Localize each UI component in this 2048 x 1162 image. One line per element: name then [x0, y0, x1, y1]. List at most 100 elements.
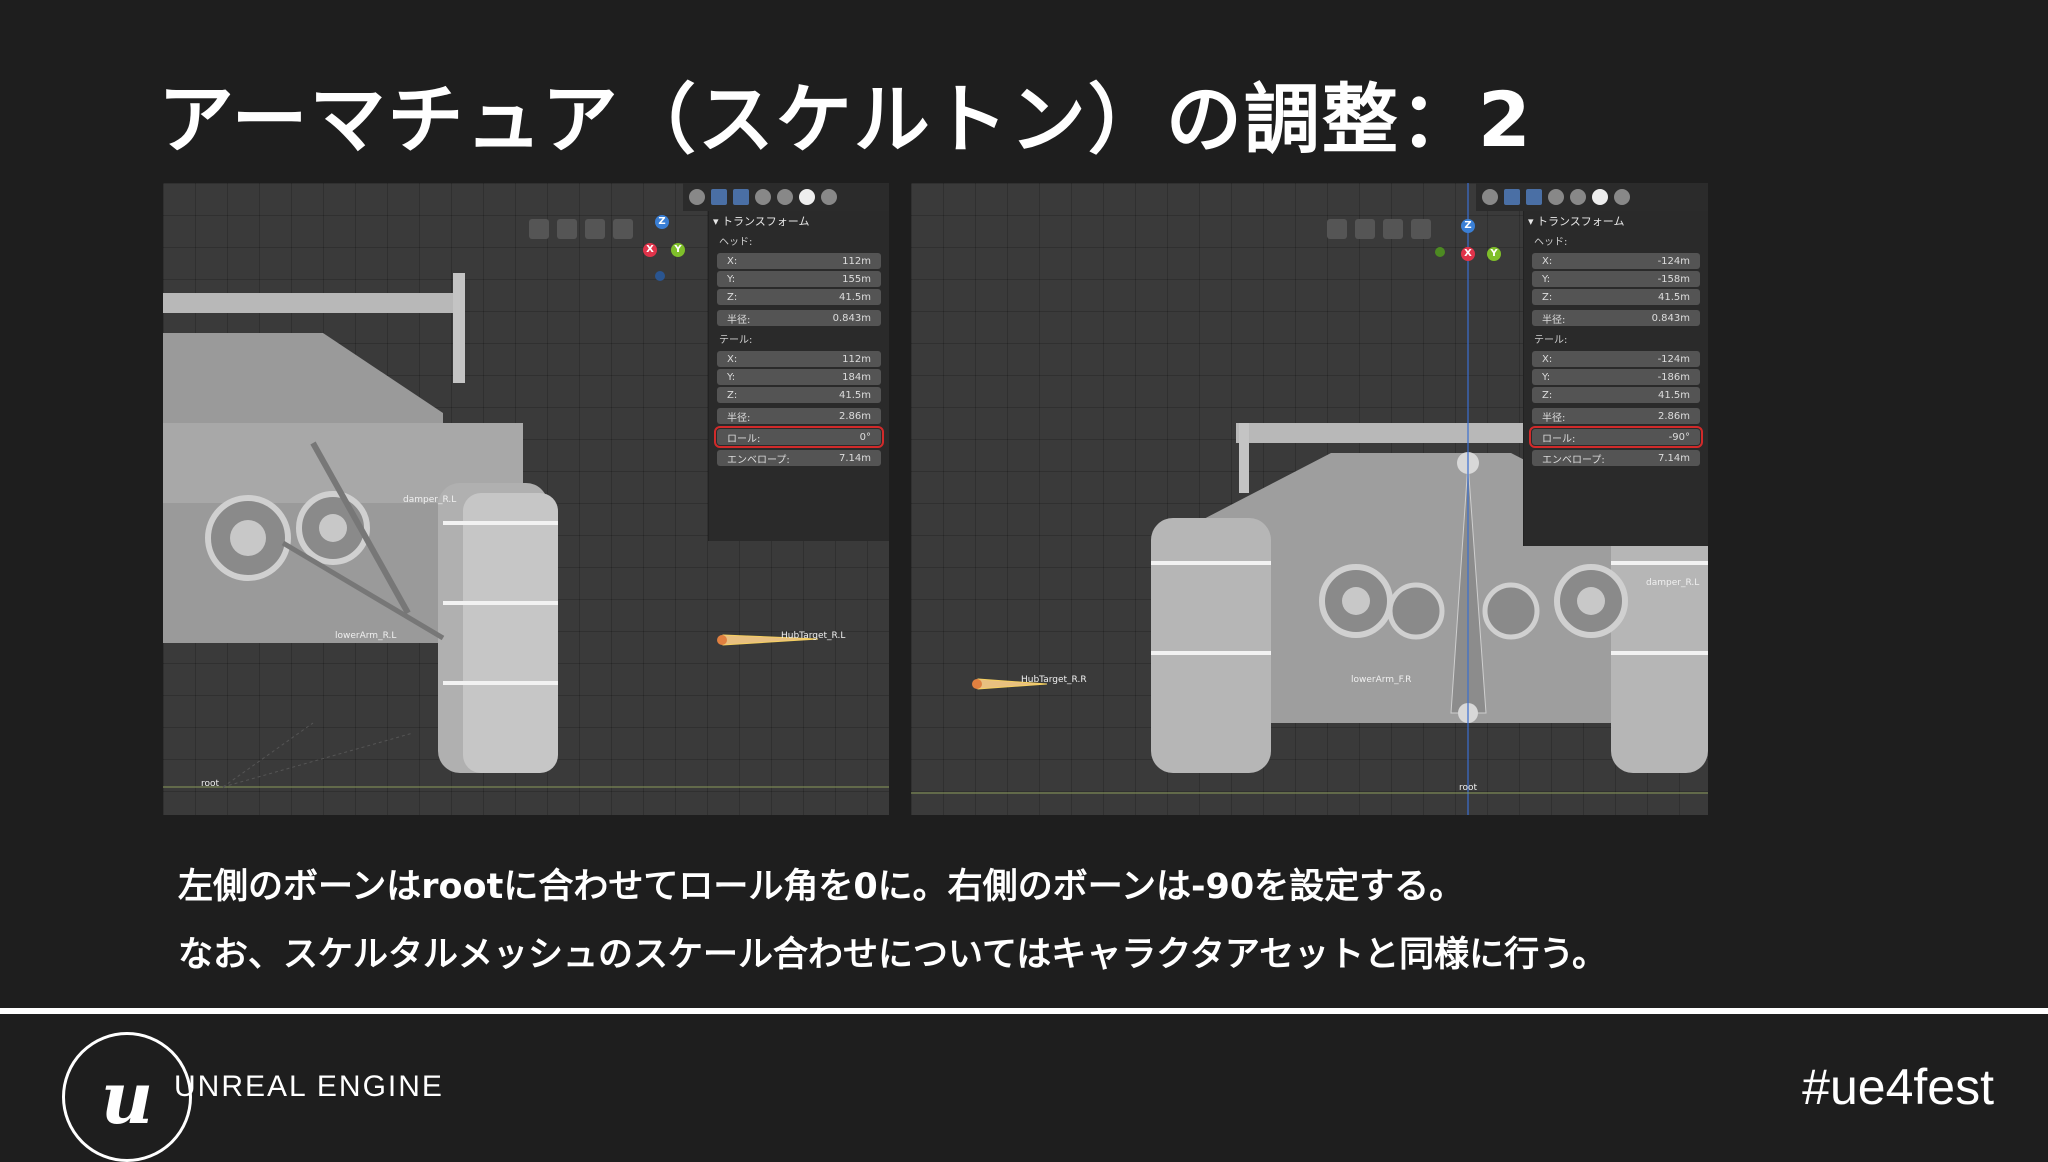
wireframe-shading-icon[interactable]	[1570, 189, 1586, 205]
field-label: エンベロープ:	[1542, 454, 1605, 466]
slide-title: アーマチュア（スケルトン）の調整：2	[158, 75, 1533, 164]
head-z-field[interactable]: Z:41.5m	[1532, 289, 1700, 305]
y-axis-icon[interactable]: Y	[671, 243, 685, 257]
envelope-field[interactable]: エンベロープ: 7.14m	[1532, 450, 1700, 466]
axis-gizmo-right[interactable]: Z X Y	[1435, 219, 1501, 299]
grid-view-icon[interactable]	[529, 219, 549, 239]
bone-label-lower[interactable]: lowerArm_F.R	[1351, 675, 1412, 685]
head-label: ヘッド:	[719, 237, 753, 248]
event-hashtag: #ue4fest	[1802, 1059, 1994, 1115]
field-label: ロール:	[1542, 433, 1576, 445]
tail-radius-field[interactable]: 半径: 2.86m	[717, 408, 881, 424]
y-axis-icon[interactable]: Y	[1487, 247, 1501, 261]
zoom-icon[interactable]	[613, 219, 633, 239]
camera-icon[interactable]	[1355, 219, 1375, 239]
material-shading-icon[interactable]	[821, 189, 837, 205]
bone-label-damper[interactable]: damper_R.L	[1646, 578, 1700, 588]
head-x-field[interactable]: X:112m	[717, 253, 881, 269]
neg-z-axis-icon[interactable]	[655, 271, 665, 281]
roll-field[interactable]: ロール:-90°	[1529, 426, 1703, 448]
tail-y-field[interactable]: Y:-186m	[1532, 369, 1700, 385]
field-label: X:	[1542, 353, 1553, 365]
field-label: 半径:	[727, 412, 751, 424]
field-label: X:	[1542, 255, 1553, 267]
tail-x-field[interactable]: X: -124m	[1532, 351, 1700, 367]
tail-z-field[interactable]: Z:41.5m	[717, 387, 881, 403]
field-value: -158m	[1657, 273, 1690, 285]
axis-gizmo-left[interactable]: Z X Y	[633, 215, 693, 295]
nav-icons-right	[1327, 219, 1431, 239]
visibility-icon[interactable]	[689, 189, 705, 205]
field-value: 41.5m	[1657, 291, 1690, 303]
material-shading-icon[interactable]	[1614, 189, 1630, 205]
field-label: Y:	[727, 273, 736, 285]
hand-pan-icon[interactable]	[585, 219, 605, 239]
left-viewport-screenshot: Z X Y ▾ トランスフォーム ヘッド: X: 112m Y: 155m Z:41…	[163, 183, 889, 815]
engine-name: UNREAL ENGINE	[174, 1070, 444, 1103]
neg-y-axis-icon[interactable]	[1435, 247, 1445, 257]
camera-icon[interactable]	[557, 219, 577, 239]
tail-y-field[interactable]: Y: 184m	[717, 369, 881, 385]
grid-view-icon[interactable]	[1327, 219, 1347, 239]
field-value: 184m	[842, 371, 871, 383]
gizmo-toggle-icon[interactable]	[711, 189, 727, 205]
overlay-toggle-icon[interactable]	[733, 189, 749, 205]
field-value: -124m	[1657, 255, 1690, 267]
gizmo-toggle-icon[interactable]	[1504, 189, 1520, 205]
field-label: Y:	[1542, 371, 1551, 383]
zoom-icon[interactable]	[1411, 219, 1431, 239]
x-axis-icon[interactable]: X	[1461, 247, 1475, 261]
solid-shading-icon[interactable]	[799, 189, 815, 205]
bone-label-lower[interactable]: lowerArm_R.L	[335, 631, 397, 641]
field-value: 112m	[842, 353, 871, 365]
caption-line-2: なお、スケルタルメッシュのスケール合わせについてはキャラクタアセットと同様に行う…	[178, 935, 1608, 975]
xray-icon[interactable]	[755, 189, 771, 205]
z-axis-icon[interactable]: Z	[655, 215, 669, 229]
z-axis-icon[interactable]: Z	[1461, 219, 1475, 233]
field-value: 112m	[842, 255, 871, 267]
head-x-field[interactable]: X: -124m	[1532, 253, 1700, 269]
logo-letter: u	[100, 1054, 154, 1140]
head-y-field[interactable]: Y: 155m	[717, 271, 881, 287]
bone-label-hub[interactable]: HubTarget_R.L	[781, 631, 846, 641]
panel-title[interactable]: ▾ トランスフォーム	[713, 215, 810, 228]
bone-label-damper[interactable]: damper_R.L	[403, 495, 457, 505]
tail-label: テール:	[719, 335, 753, 346]
car-model-right	[911, 183, 1708, 815]
head-radius-field[interactable]: 半径:0.843m	[717, 310, 881, 326]
viewport-header-left	[683, 183, 889, 211]
x-axis-icon[interactable]: X	[643, 243, 657, 257]
field-value: 2.86m	[838, 410, 871, 422]
tail-label: テール:	[1534, 335, 1568, 346]
solid-shading-icon[interactable]	[1592, 189, 1608, 205]
tail-z-field[interactable]: Z:41.5m	[1532, 387, 1700, 403]
roll-field[interactable]: ロール:0°	[714, 426, 884, 448]
hand-pan-icon[interactable]	[1383, 219, 1403, 239]
field-label: 半径:	[1542, 314, 1566, 326]
car-model-left	[163, 273, 889, 788]
bone-label-hub[interactable]: HubTarget_R.R	[1021, 675, 1087, 685]
transform-panel-left: ▾ トランスフォーム ヘッド: X: 112m Y: 155m Z:41.5m 半径…	[708, 211, 889, 541]
field-value: 7.14m	[1657, 452, 1690, 464]
field-value: 41.5m	[838, 389, 871, 401]
envelope-field[interactable]: エンベロープ:7.14m	[717, 450, 881, 466]
head-radius-field[interactable]: 半径:0.843m	[1532, 310, 1700, 326]
head-z-field[interactable]: Z:41.5m	[717, 289, 881, 305]
xray-icon[interactable]	[1548, 189, 1564, 205]
field-label: 半径:	[1542, 412, 1566, 424]
field-label: Y:	[727, 371, 736, 383]
field-value: 155m	[842, 273, 871, 285]
tail-x-field[interactable]: X: 112m	[717, 351, 881, 367]
panel-title[interactable]: ▾ トランスフォーム	[1528, 215, 1625, 228]
field-value: 0°	[859, 431, 871, 443]
bone-label-root[interactable]: root	[201, 779, 220, 789]
head-y-field[interactable]: Y:-158m	[1532, 271, 1700, 287]
wireframe-shading-icon[interactable]	[777, 189, 793, 205]
visibility-icon[interactable]	[1482, 189, 1498, 205]
field-value: -124m	[1657, 353, 1690, 365]
bone-label-root[interactable]: root	[1459, 783, 1478, 793]
overlay-toggle-icon[interactable]	[1526, 189, 1542, 205]
field-label: Z:	[1542, 389, 1553, 401]
tail-radius-field[interactable]: 半径:2.86m	[1532, 408, 1700, 424]
field-label: X:	[727, 353, 738, 365]
